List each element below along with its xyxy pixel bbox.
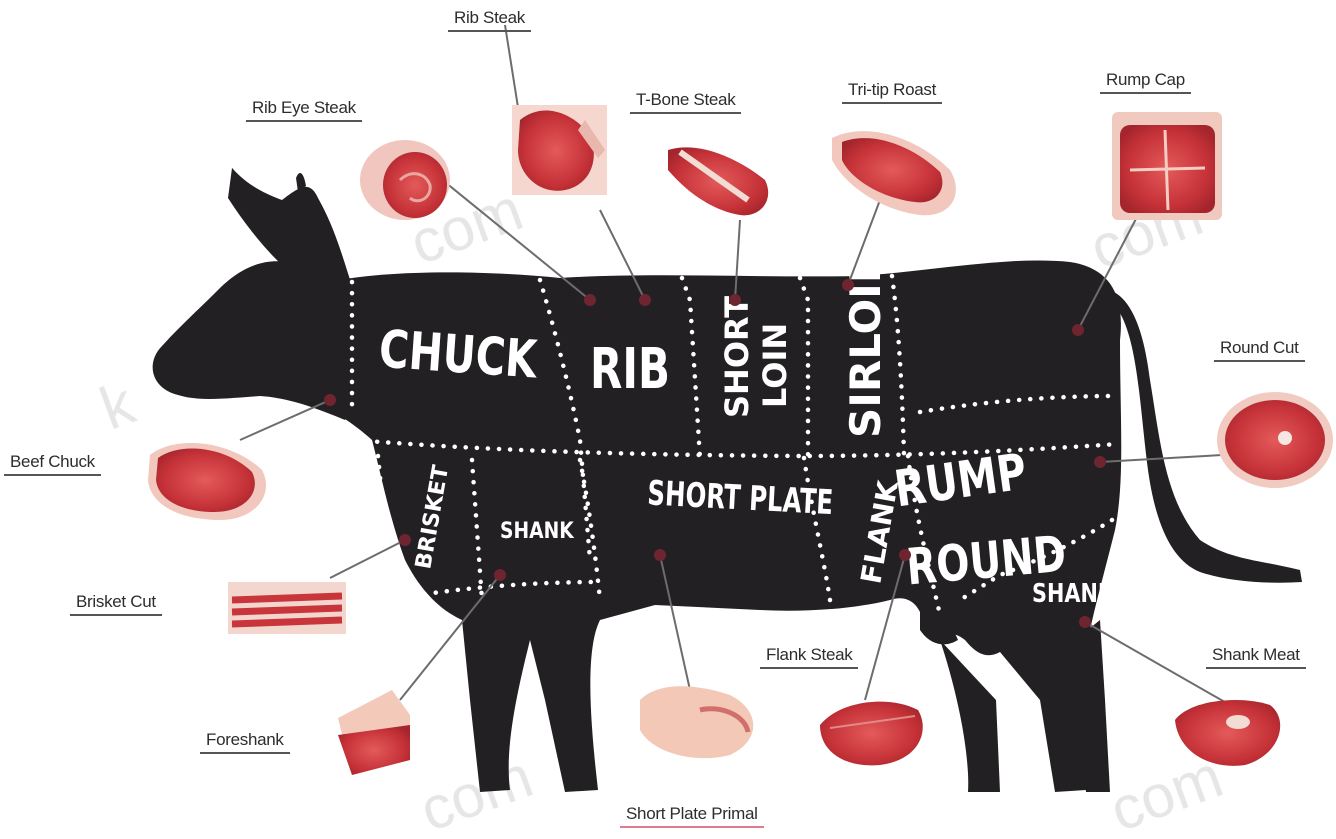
label-round-cut: Round Cut xyxy=(1214,338,1305,362)
label-foreshank: Foreshank xyxy=(200,730,290,754)
rib-eye-steak-meat-icon xyxy=(360,140,450,220)
label-t-bone-steak: T-Bone Steak xyxy=(630,90,741,114)
tri-tip-roast-meat-icon xyxy=(832,131,956,215)
section-shank-front: SHANK xyxy=(500,518,575,544)
short-plate-primal-meat-icon xyxy=(640,686,753,758)
flank-steak-meat-icon xyxy=(820,702,923,766)
t-bone-steak-meat-icon xyxy=(668,147,768,215)
section-shank-rear: SHANK xyxy=(1032,578,1115,609)
section-short-loin-line1: SHORT xyxy=(718,296,756,418)
round-cut-meat-icon xyxy=(1217,392,1333,488)
label-tri-tip-roast: Tri-tip Roast xyxy=(842,80,942,104)
section-rib: RIB xyxy=(590,336,670,402)
svg-text:k: k xyxy=(92,369,144,443)
label-beef-chuck: Beef Chuck xyxy=(4,452,101,476)
label-rib-steak: Rib Steak xyxy=(448,8,531,32)
section-sirloin: SIRLOIN xyxy=(841,248,890,438)
label-flank-steak: Flank Steak xyxy=(760,645,858,669)
rib-steak-meat-icon xyxy=(512,105,607,195)
section-short-loin-line2: LOIN xyxy=(756,323,794,408)
label-brisket-cut: Brisket Cut xyxy=(70,592,162,616)
section-chuck: CHUCK xyxy=(377,319,540,390)
label-rump-cap: Rump Cap xyxy=(1100,70,1191,94)
brisket-cut-meat-icon xyxy=(228,582,346,634)
rump-cap-meat-icon xyxy=(1112,112,1222,220)
beef-chuck-meat-icon xyxy=(148,443,266,520)
label-shank-meat: Shank Meat xyxy=(1206,645,1306,669)
label-rib-eye-steak: Rib Eye Steak xyxy=(246,98,362,122)
foreshank-meat-icon xyxy=(338,690,410,775)
label-short-plate-primal: Short Plate Primal xyxy=(620,804,764,828)
